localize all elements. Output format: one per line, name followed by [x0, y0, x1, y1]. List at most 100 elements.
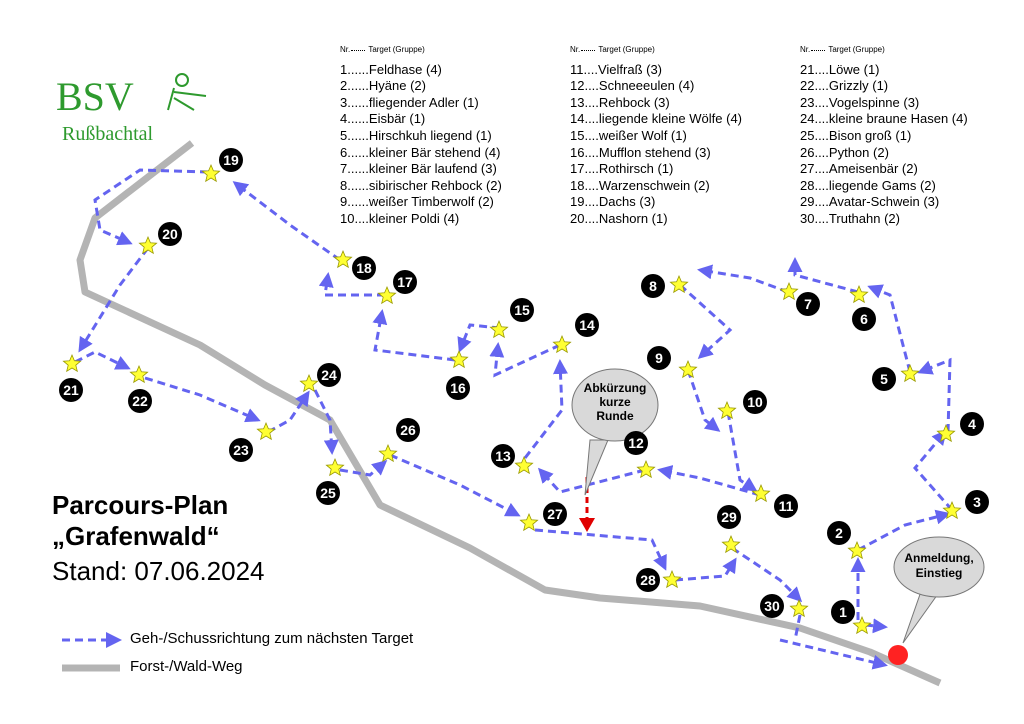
registration-callout-line2: Einstieg	[916, 566, 963, 580]
target-number: 19....	[570, 194, 599, 210]
target-list-item: 19....Dachs (3)	[570, 194, 742, 211]
target-list-item: 2......Hyäne (2)	[340, 78, 502, 95]
target-star-icon	[721, 534, 741, 554]
target-list-header: Nr. Target (Gruppe)	[800, 42, 968, 59]
target-marker-label: 15	[514, 302, 530, 318]
target-marker-label: 17	[397, 274, 413, 290]
target-marker	[128, 389, 152, 413]
legend-route-label: Geh-/Schussrichtung zum nächsten Target	[130, 630, 414, 647]
target-number: 27....	[800, 161, 829, 177]
route-4-5	[917, 357, 952, 433]
target-name: Avatar-Schwein (3)	[828, 194, 940, 210]
target-marker	[852, 307, 876, 331]
target-name: Rehbock (3)	[598, 94, 670, 110]
target-name: liegende kleine Wölfe (4)	[598, 111, 742, 127]
target-number: 21....	[800, 61, 829, 77]
target-marker	[872, 367, 896, 391]
target-marker	[624, 431, 648, 455]
route-16-17	[372, 309, 456, 362]
target-star-icon	[662, 569, 682, 589]
target-marker	[316, 481, 340, 505]
target-marker	[641, 274, 665, 298]
target-marker	[743, 390, 767, 414]
club-logo: BSV Rußbachtal	[56, 58, 216, 153]
legend-path-label: Forst-/Wald-Weg	[130, 658, 243, 675]
target-name: Nashorn (1)	[598, 210, 668, 226]
target-number: 1......	[340, 61, 369, 77]
route-8-9	[678, 283, 733, 360]
target-name: Eisbär (1)	[368, 111, 426, 127]
target-marker	[219, 148, 243, 172]
target-marker-label: 12	[628, 435, 644, 451]
route-25-26	[339, 460, 388, 477]
target-number: 2......	[340, 78, 369, 94]
registration-point	[888, 645, 908, 665]
target-list-item: 15....weißer Wolf (1)	[570, 128, 742, 145]
target-star-icon	[678, 359, 698, 379]
target-marker-label: 16	[450, 380, 466, 396]
target-name: Truthahn (2)	[828, 210, 900, 226]
target-star-icon	[936, 423, 956, 443]
target-list-header: Nr. Target (Gruppe)	[570, 42, 742, 59]
target-marker	[827, 521, 851, 545]
target-marker-label: 14	[579, 317, 595, 333]
target-list-item: 5......Hirschkuh liegend (1)	[340, 128, 502, 145]
target-list-item: 10....kleiner Poldi (4)	[340, 211, 502, 228]
route-28-29	[674, 557, 737, 582]
target-star-icon	[333, 249, 353, 269]
target-star-icon	[847, 540, 867, 560]
target-name: Dachs (3)	[598, 194, 656, 210]
target-name: weißer Wolf (1)	[598, 127, 687, 143]
target-list-item: 18....Warzenschwein (2)	[570, 178, 742, 195]
target-name: Ameisenbär (2)	[828, 161, 918, 177]
route-2-3	[857, 509, 951, 552]
target-star-icon	[751, 483, 771, 503]
target-list-item: 17....Rothirsch (1)	[570, 161, 742, 178]
target-star-icon	[377, 285, 397, 305]
route-24-25	[313, 389, 339, 455]
target-star-icon	[717, 400, 737, 420]
target-star-icon	[449, 349, 469, 369]
route-11-12	[657, 464, 761, 497]
target-marker-label: 20	[162, 226, 178, 242]
target-list-item: 3......fliegender Adler (1)	[340, 95, 502, 112]
target-list-item: 6......kleiner Bär stehend (4)	[340, 145, 502, 162]
map-date: Stand: 07.06.2024	[52, 556, 265, 586]
map-title-line2: „Grafenwald“	[52, 521, 220, 551]
map-title: Parcours-Plan „Grafenwald“	[52, 490, 228, 552]
target-number: 6......	[340, 144, 369, 160]
target-star-icon	[519, 512, 539, 532]
target-star-icon	[779, 281, 799, 301]
header-nr: Nr.	[800, 45, 811, 54]
target-number: 8......	[340, 177, 369, 193]
target-marker	[636, 568, 660, 592]
target-marker-label: 23	[233, 442, 249, 458]
target-marker	[575, 313, 599, 337]
target-number: 9......	[340, 194, 369, 210]
target-list-item: 26....Python (2)	[800, 145, 968, 162]
target-number: 11....	[570, 61, 598, 77]
target-name: Bison groß (1)	[828, 127, 912, 143]
route-5-6	[867, 284, 912, 373]
target-marker-label: 30	[764, 598, 780, 614]
route-layer	[74, 168, 954, 670]
shortcut-arrow-head	[579, 518, 595, 532]
target-name: weißer Timberwolf (2)	[368, 194, 494, 210]
target-marker	[647, 346, 671, 370]
target-list-item: 7......kleiner Bär laufend (3)	[340, 161, 502, 178]
target-marker-label: 9	[655, 350, 663, 366]
target-marker-label: 19	[223, 152, 239, 168]
target-list-item: 4......Eisbär (1)	[340, 111, 502, 128]
route-27-28	[534, 528, 667, 571]
target-list-item: 9......weißer Timberwolf (2)	[340, 194, 502, 211]
target-number: 20....	[570, 210, 599, 226]
target-list-item: 13....Rehbock (3)	[570, 95, 742, 112]
route-12-13	[537, 467, 646, 494]
route-10-11	[726, 411, 758, 492]
target-name: Mufflon stehend (3)	[598, 144, 711, 160]
target-marker-label: 28	[640, 572, 656, 588]
target-star-icon	[138, 235, 158, 255]
target-star-icon	[514, 455, 534, 475]
target-list-item: 1......Feldhase (4)	[340, 62, 502, 79]
route-7-8	[697, 264, 789, 294]
